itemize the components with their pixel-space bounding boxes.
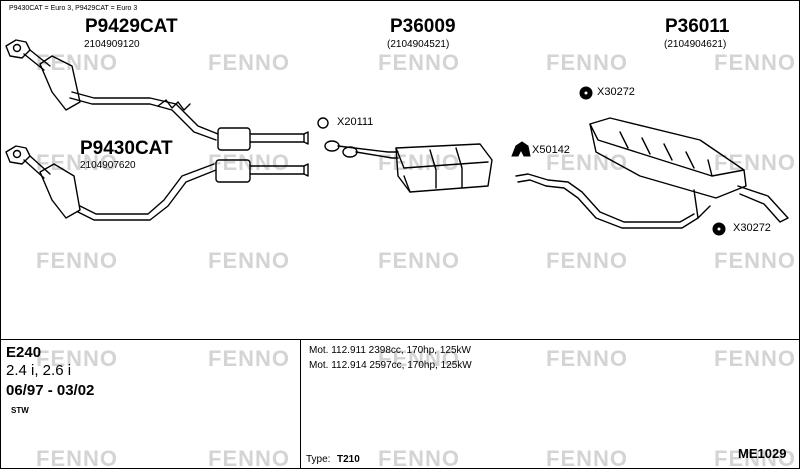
part-number-p36009: (2104904521) (387, 39, 450, 50)
motor-line-2: Mot. 112.914 2597cc, 170hp, 125kW (309, 360, 472, 371)
vehicle-body: STW (11, 406, 29, 415)
part-number-p36011: (2104904621) (664, 39, 727, 50)
part-drawing-p36009 (324, 140, 493, 193)
info-divider-vertical (300, 339, 301, 469)
diagram-code: ME1029 (738, 446, 787, 461)
rubber-mount-icon-bottom (712, 222, 726, 236)
accessory-label-x50142[interactable]: X50142 (532, 144, 570, 156)
part-drawing-p9430cat (5, 145, 309, 221)
part-number-p9429cat: 2104909120 (84, 39, 140, 50)
accessory-label-x30272-top[interactable]: X30272 (597, 86, 635, 98)
rubber-mount-icon-top (579, 86, 593, 100)
part-label-p9429cat[interactable]: P9429CAT (85, 16, 178, 37)
hanger-bracket-icon (511, 141, 531, 157)
vehicle-engine: 2.4 i, 2.6 i (6, 362, 72, 379)
type-value: T210 (337, 454, 360, 465)
part-label-p36011[interactable]: P36011 (665, 16, 730, 37)
part-drawing-p9429cat (5, 39, 309, 151)
header-note: P9430CAT = Euro 3, P9429CAT = Euro 3 (9, 5, 138, 12)
type-label: Type: (306, 454, 331, 465)
accessory-label-x30272-bottom[interactable]: X30272 (733, 222, 771, 234)
part-label-p36009[interactable]: P36009 (390, 16, 456, 37)
info-divider-horizontal (0, 339, 800, 340)
part-label-p9430cat[interactable]: P9430CAT (80, 138, 173, 159)
vehicle-model: E240 (6, 344, 42, 361)
accessory-label-x20111[interactable]: X20111 (337, 116, 374, 128)
part-drawing-p36011 (515, 117, 789, 229)
vehicle-years: 06/97 - 03/02 (6, 382, 95, 399)
motor-line-1: Mot. 112.911 2398cc, 170hp, 125kW (309, 345, 471, 356)
clamp-ring-icon (317, 117, 329, 129)
part-number-p9430cat: 2104907620 (80, 160, 136, 171)
